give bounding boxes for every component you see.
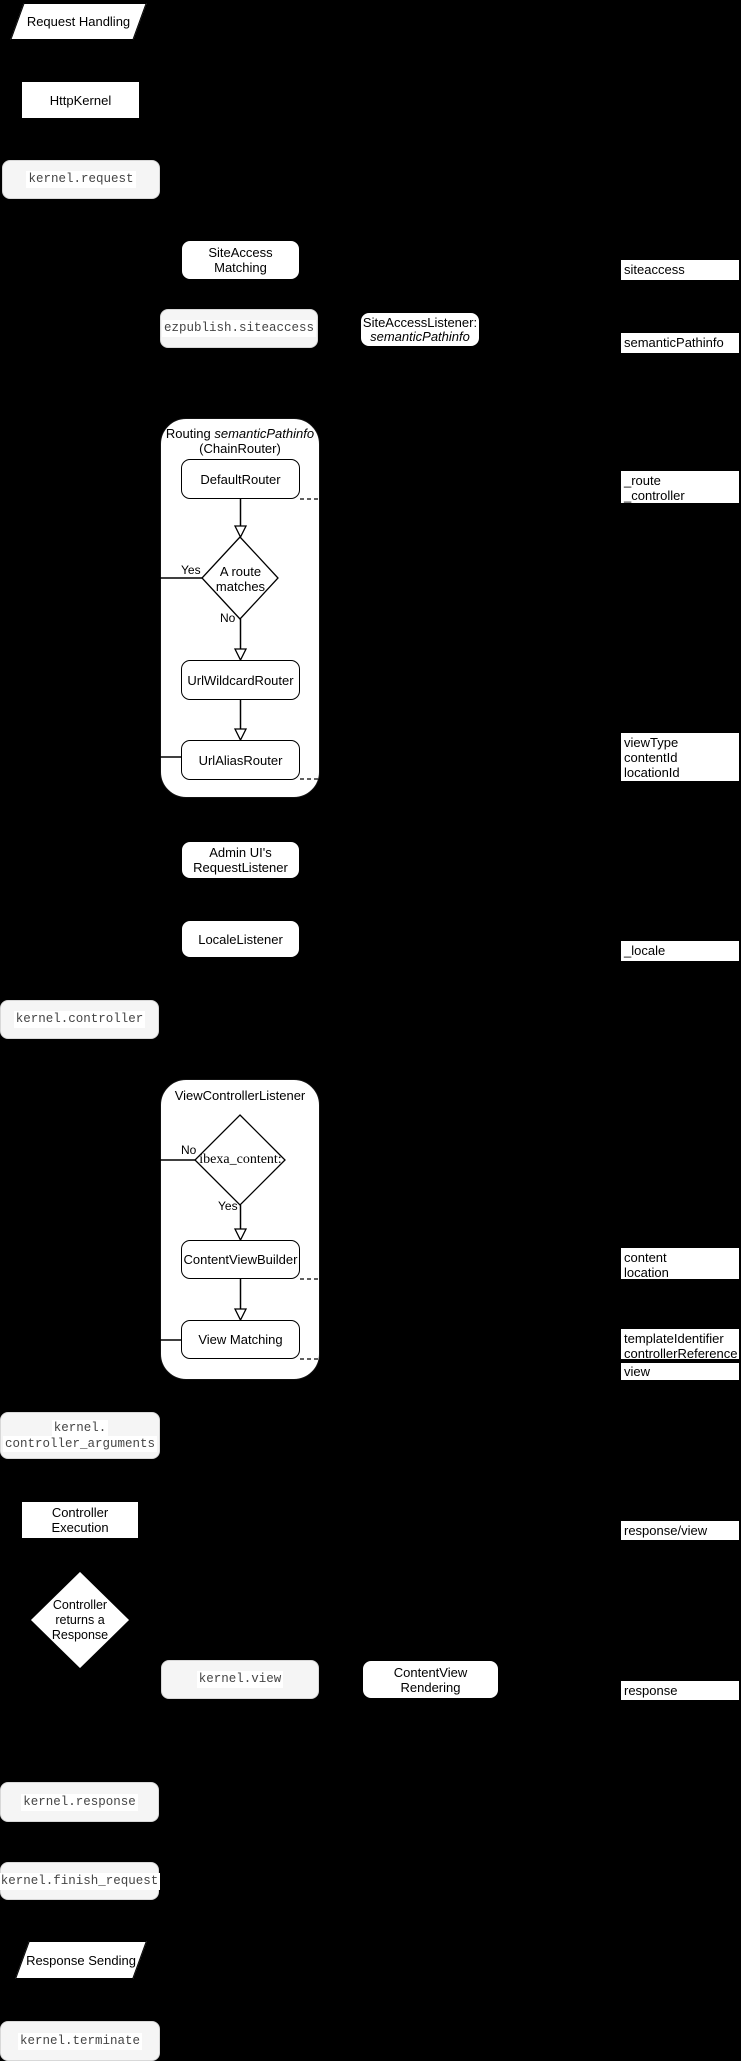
contentview-rendering-node: ContentView Rendering (362, 1660, 499, 1699)
url-alias-router-node: UrlAliasRouter (181, 740, 300, 780)
contentview-rendering-label: ContentView Rendering (393, 1664, 468, 1695)
siteaccess-listener-line1: SiteAccessListener: (362, 314, 478, 330)
controller-execution-node: Controller Execution (21, 1501, 139, 1539)
view-controller-listener-title: ViewControllerListener (174, 1088, 306, 1103)
url-wildcard-router-label: UrlWildcardRouter (187, 672, 294, 688)
admin-request-listener-node: Admin UI's RequestListener (181, 841, 300, 879)
ibexa-content-decision-label: ibexa_content: (199, 1152, 282, 1167)
kernel-finish-request-event: kernel.finish_request (0, 1862, 161, 1900)
route-matches-yes-label: Yes (181, 563, 201, 577)
side-label-semantic-pathinfo: semanticPathinfo (621, 333, 739, 353)
routing-title-prefix: Routing (165, 426, 215, 441)
request-handling-terminator: Request Handling (10, 3, 147, 40)
controller-returns-line1: Controller (52, 1598, 108, 1612)
kernel-controller-arguments-line1: kernel. (51, 1419, 109, 1436)
side-label-contentid: contentId (624, 750, 678, 765)
side-label-route: _route (624, 473, 661, 488)
side-label-viewtype: viewType (624, 735, 679, 750)
kernel-finish-request-label: kernel.finish_request (0, 1872, 161, 1890)
kernel-request-event: kernel.request (2, 160, 160, 199)
controller-returns-line2: returns a (55, 1613, 105, 1627)
routing-title-italic: semanticPathinfo (214, 426, 315, 441)
locale-listener-label: LocaleListener (198, 931, 283, 947)
default-router-node: DefaultRouter (181, 459, 300, 499)
url-alias-router-label: UrlAliasRouter (198, 752, 283, 768)
content-view-builder-node: ContentViewBuilder (181, 1240, 300, 1279)
response-sending-label: Response Sending (26, 1952, 136, 1968)
side-label-view: view (621, 1363, 739, 1380)
routing-group-title: Routing semanticPathinfo (ChainRouter) (160, 426, 320, 456)
kernel-controller-label: kernel.controller (13, 1011, 146, 1028)
route-matches-line2: matches (215, 579, 266, 594)
side-label-locale: _locale (621, 941, 739, 961)
side-label-route-controller: _route _controller (621, 471, 739, 503)
side-label-siteaccess: siteaccess (621, 260, 739, 280)
kernel-request-label: kernel.request (26, 171, 136, 188)
view-matching-label: View Matching (198, 1332, 283, 1347)
default-router-label: DefaultRouter (200, 471, 281, 487)
side-label-response-view: response/view (621, 1521, 739, 1540)
view-matching-node: View Matching (181, 1320, 300, 1359)
siteaccess-matching-label: SiteAccess Matching (208, 245, 273, 275)
routing-subtitle: (ChainRouter) (199, 441, 281, 456)
side-label-content: content (624, 1250, 667, 1265)
kernel-terminate-event: kernel.terminate (0, 2021, 160, 2061)
siteaccess-listener-node: SiteAccessListener: semanticPathinfo (360, 312, 480, 347)
kernel-view-event: kernel.view (161, 1660, 319, 1699)
admin-request-listener-line1: Admin UI's (209, 845, 272, 860)
request-handling-label: Request Handling (26, 14, 131, 29)
side-label-response: response (621, 1681, 739, 1700)
admin-request-listener-line2: RequestListener (193, 860, 288, 875)
route-matches-no-label: No (220, 611, 236, 625)
route-matches-line1: A route (219, 564, 262, 579)
side-label-locationid: locationId (624, 765, 680, 780)
locale-listener-node: LocaleListener (181, 920, 300, 958)
side-label-location: location (624, 1265, 669, 1280)
ezpublish-siteaccess-label: ezpublish.siteaccess (161, 320, 317, 337)
http-kernel-label: HttpKernel (49, 92, 112, 108)
side-label-controller-reference: controllerReference (624, 1346, 738, 1361)
kernel-response-event: kernel.response (0, 1782, 159, 1822)
side-label-content-location: content location (621, 1248, 739, 1280)
siteaccess-matching-node: SiteAccess Matching (181, 240, 300, 280)
side-label-controller: _controller (624, 488, 685, 503)
siteaccess-listener-line2: semanticPathinfo (370, 328, 470, 344)
side-label-template-identifier: templateIdentifier (624, 1331, 724, 1346)
ibexa-content-yes-label: Yes (218, 1199, 238, 1213)
ezpublish-siteaccess-event: ezpublish.siteaccess (160, 309, 318, 348)
kernel-controller-arguments-line2: controller_arguments (2, 1435, 158, 1452)
controller-execution-label: Controller Execution (51, 1505, 109, 1535)
content-view-builder-label: ContentViewBuilder (183, 1252, 298, 1267)
kernel-controller-event: kernel.controller (0, 1000, 159, 1039)
kernel-terminate-label: kernel.terminate (17, 2032, 143, 2050)
route-matches-decision-label: A route matches (200, 564, 281, 594)
kernel-view-label: kernel.view (196, 1671, 284, 1688)
url-wildcard-router-node: UrlWildcardRouter (181, 660, 300, 700)
side-label-template-controller-ref: templateIdentifier controllerReference (621, 1329, 739, 1361)
response-sending-terminator: Response Sending (15, 1941, 147, 1979)
side-label-view-params: viewType contentId locationId (621, 733, 739, 781)
controller-returns-decision-label: Controller returns a Response (40, 1598, 120, 1643)
kernel-controller-arguments-event: kernel. controller_arguments (0, 1412, 160, 1459)
kernel-response-label: kernel.response (21, 1793, 138, 1811)
http-kernel-node: HttpKernel (21, 81, 140, 119)
controller-returns-line3: Response (51, 1628, 109, 1642)
ibexa-content-no-label: No (181, 1143, 197, 1157)
